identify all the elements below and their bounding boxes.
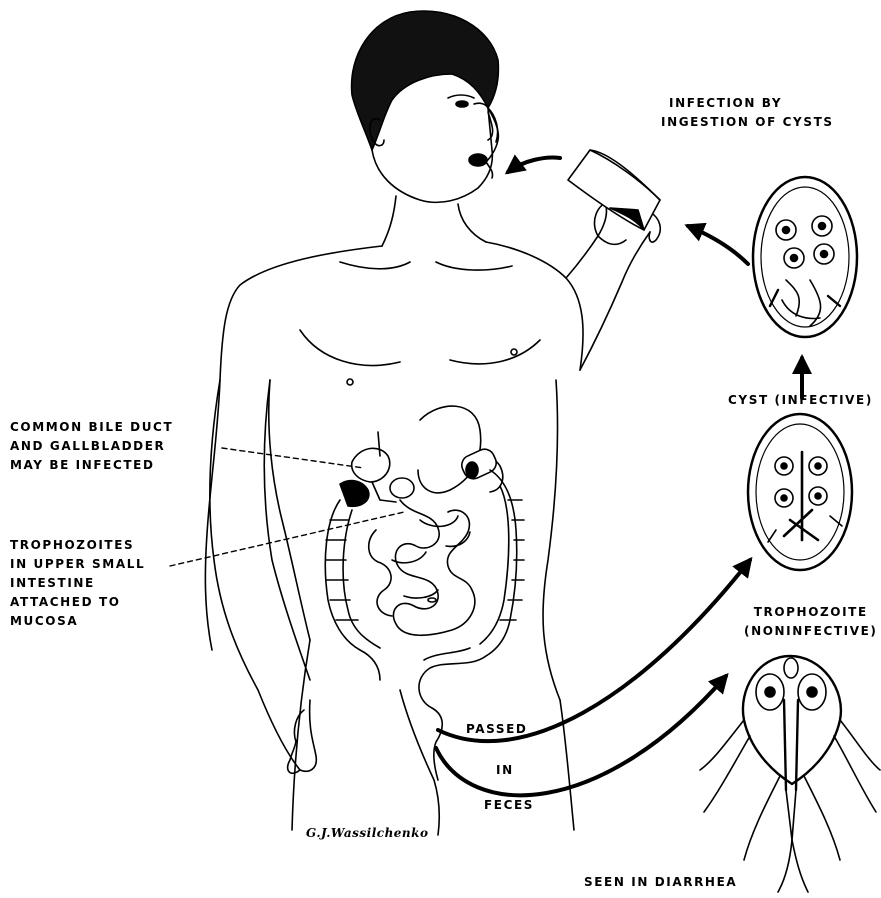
bile-line1: COMMON BILE DUCT	[10, 418, 173, 437]
cyst-label: CYST (INFECTIVE)	[728, 391, 873, 410]
infection-line1: INFECTION BY	[661, 94, 834, 113]
seen-in-diarrhea-label: SEEN IN DIARRHEA	[584, 873, 737, 892]
trophozoite-line2: (NONINFECTIVE)	[744, 622, 878, 641]
right-shoulder	[486, 242, 583, 370]
leader-trophozoites	[170, 512, 404, 566]
left-shoulder	[205, 246, 382, 650]
ascending-colon	[325, 500, 380, 680]
rectum	[419, 656, 486, 780]
tropho-line4: ATTACHED TO	[10, 593, 145, 612]
left-arm	[210, 380, 300, 770]
leader-bile	[222, 448, 364, 468]
cyst-upper	[753, 177, 857, 337]
tropho-line2: IN UPPER SMALL	[10, 555, 145, 574]
artist-signature: G.J.Wassilchenko	[306, 826, 428, 840]
tropho-line3: INTESTINE	[10, 574, 145, 593]
gallbladder	[352, 448, 390, 482]
trophozoites-label: TROPHOZOITES IN UPPER SMALL INTESTINE AT…	[10, 536, 145, 631]
cyst-lower	[748, 414, 852, 570]
stomach	[418, 406, 481, 493]
trophozoite-line1: TROPHOZOITE	[744, 603, 878, 622]
tropho-line5: MUCOSA	[10, 612, 145, 631]
human-figure	[205, 11, 660, 835]
bile-line3: MAY BE INFECTED	[10, 456, 173, 475]
feces-label: FECES	[484, 796, 534, 815]
bile-line2: AND GALLBLADDER	[10, 437, 173, 456]
bile-duct-label: COMMON BILE DUCT AND GALLBLADDER MAY BE …	[10, 418, 173, 475]
arrow-feces-to-cyst	[438, 560, 750, 741]
infection-line2: INGESTION OF CYSTS	[661, 113, 834, 132]
in-label: IN	[496, 761, 514, 780]
infection-label: INFECTION BY INGESTION OF CYSTS	[661, 94, 834, 132]
tropho-line1: TROPHOZOITES	[10, 536, 145, 555]
right-arm	[566, 206, 607, 278]
glass-icon	[568, 150, 660, 230]
arrow-to-mouth	[508, 158, 560, 172]
trophozoite-title: TROPHOZOITE (NONINFECTIVE)	[744, 603, 878, 641]
trophozoite	[700, 656, 880, 892]
hair	[352, 11, 499, 150]
arrow-cyst-to-glass	[688, 226, 748, 264]
small-intestine	[393, 500, 474, 635]
passed-label: PASSED	[466, 720, 528, 739]
descending-colon	[486, 470, 517, 656]
